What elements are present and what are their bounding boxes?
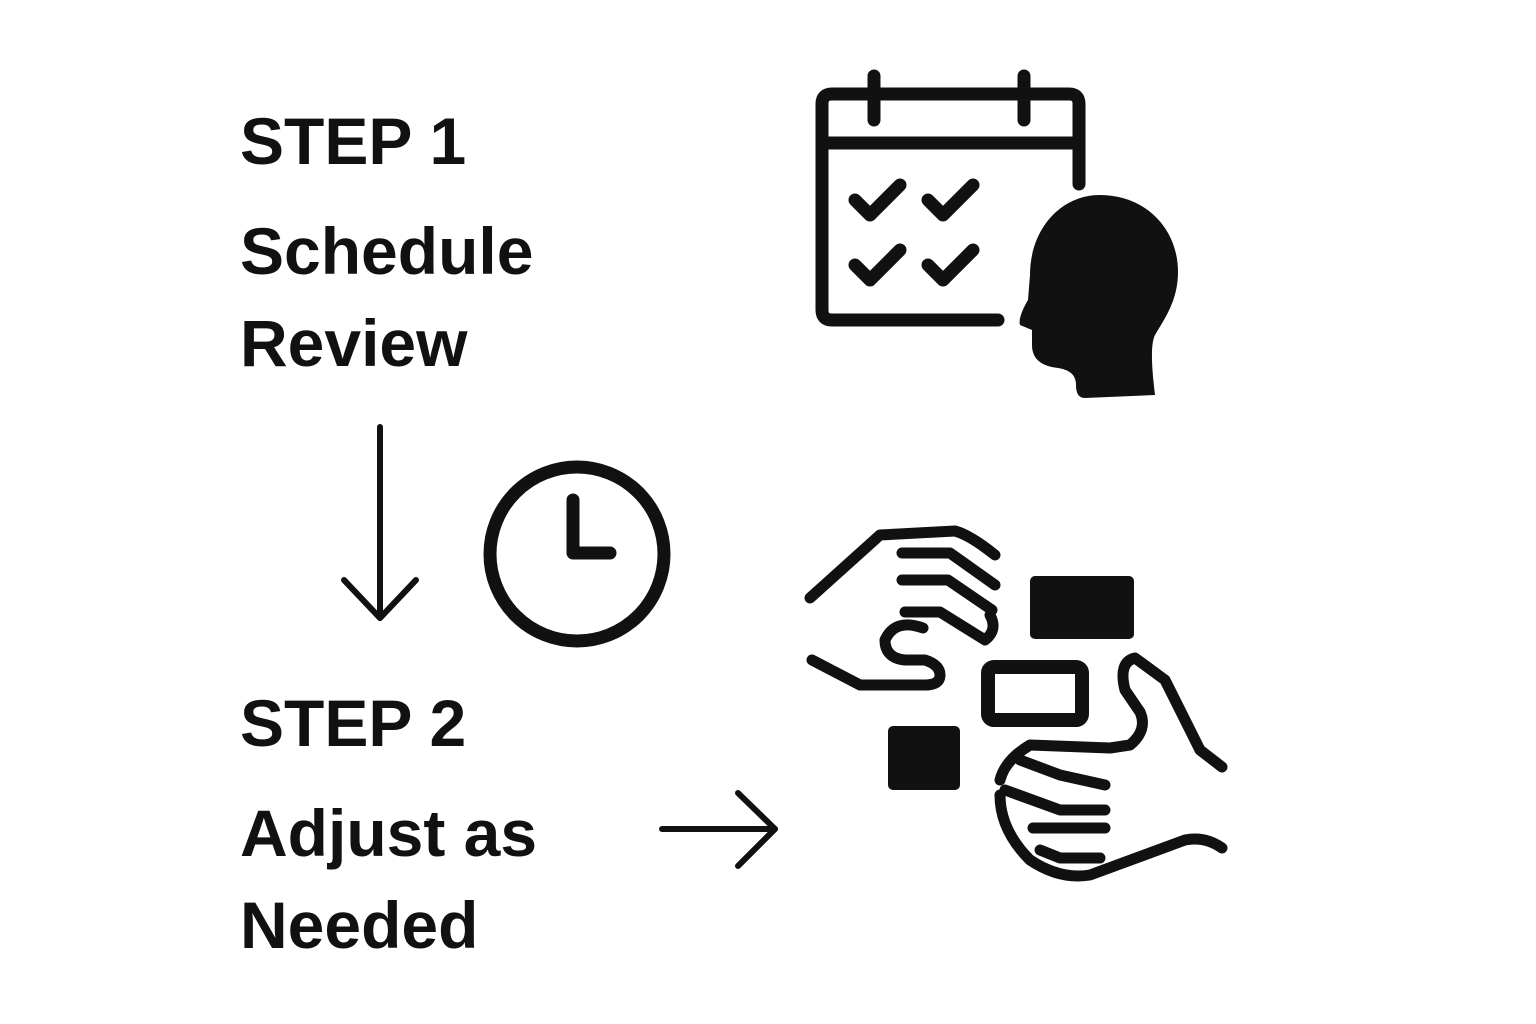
clock-icon (483, 460, 671, 648)
calendar-check-icon (815, 69, 1086, 327)
head-icon (1019, 195, 1178, 398)
step1-title-line2: Review (240, 306, 468, 380)
step2-title-line2: Needed (240, 888, 479, 962)
hands-arranging-blocks-icon (804, 525, 1228, 882)
step1-title-line1: Schedule (240, 214, 534, 288)
step2-title-line1: Adjust as (240, 796, 538, 870)
step2-label: STEP 2 (240, 686, 467, 760)
arrow-right-icon (659, 790, 778, 869)
arrow-down-icon (341, 424, 419, 621)
step1-label: STEP 1 (240, 104, 467, 178)
